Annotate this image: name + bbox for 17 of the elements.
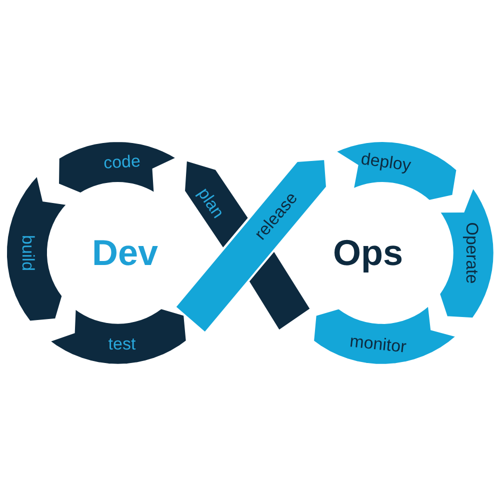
center-title: Ops: [333, 235, 403, 271]
segment-label: build: [19, 235, 36, 271]
arrow-segment: [184, 160, 249, 249]
arrow-segment: [334, 141, 457, 201]
segment-label: test: [108, 335, 136, 352]
segment-label: deploy: [360, 150, 412, 174]
segment-label: monitor: [348, 332, 408, 356]
arrow-segment: [6, 175, 68, 322]
segment-label: code: [103, 152, 141, 172]
segment-label: Operate: [463, 222, 480, 284]
arrow-segment: [313, 305, 457, 365]
arrow-segment: [49, 308, 187, 365]
center-title: Dev: [92, 235, 158, 271]
ribbon-tail: [248, 250, 311, 331]
arrow-segment: [175, 159, 327, 333]
arrow-segment: [438, 187, 494, 319]
arrow-segment: [58, 141, 178, 194]
